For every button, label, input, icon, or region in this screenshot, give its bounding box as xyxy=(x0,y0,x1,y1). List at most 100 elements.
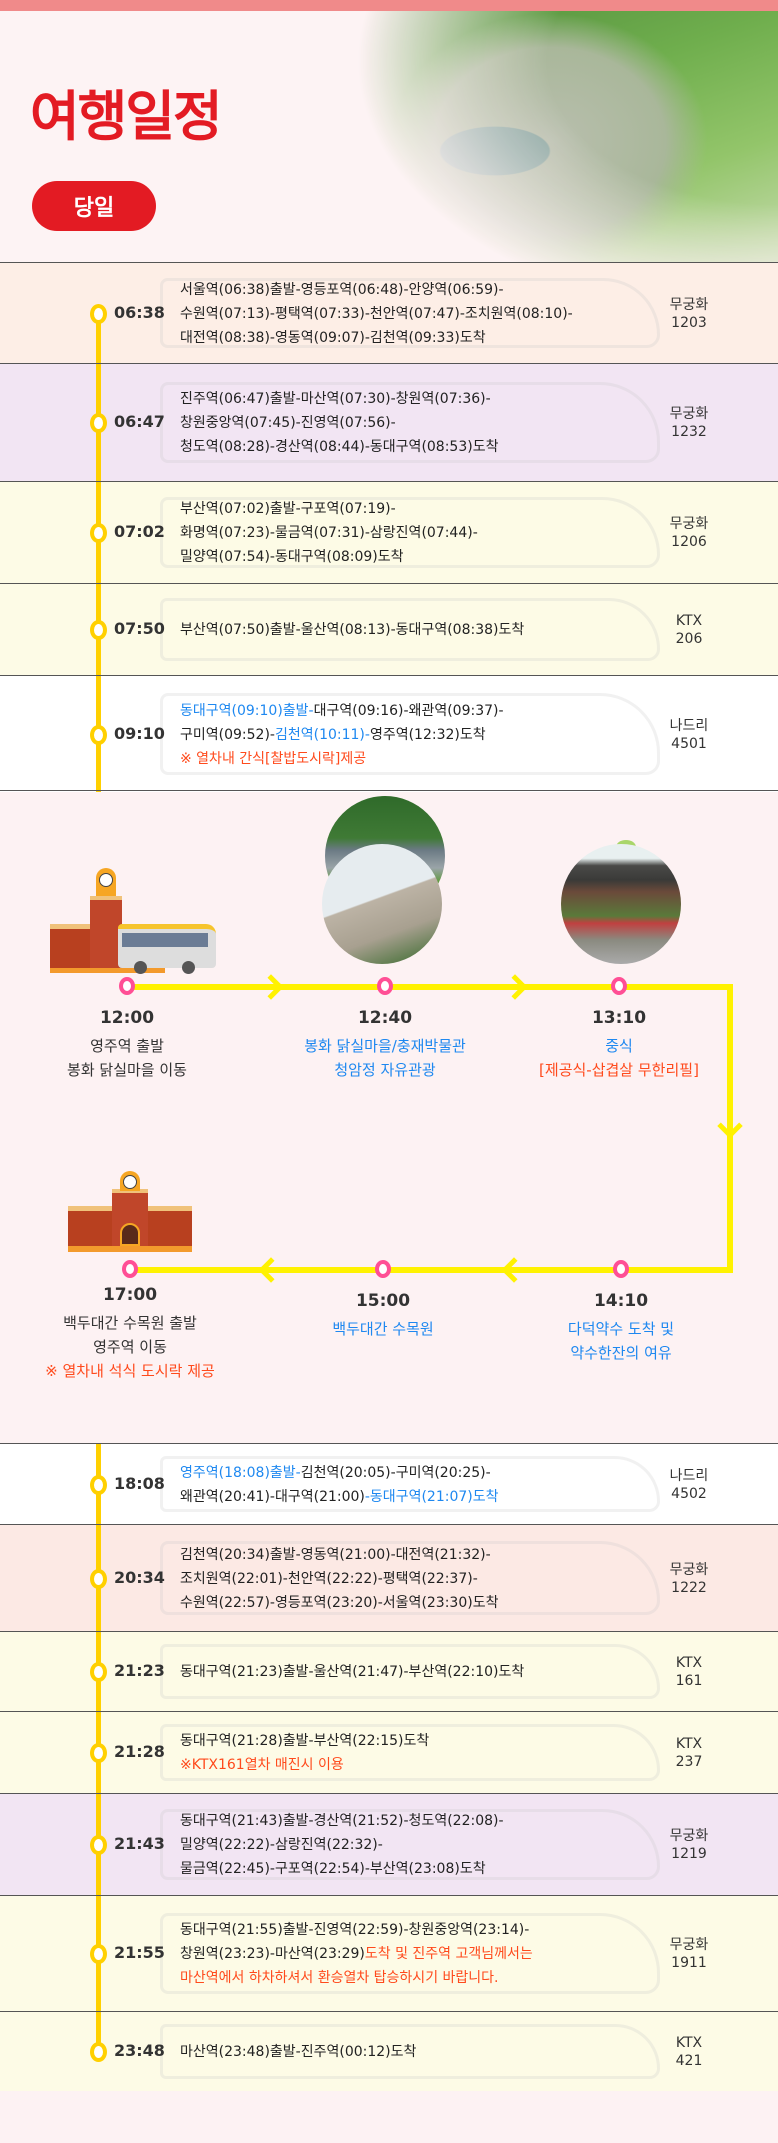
route-line: 서울역(06:38)출발-영등포역(06:48)-안양역(06:59)- xyxy=(180,278,573,302)
departure-time: 20:34 xyxy=(114,1567,165,1587)
train-class: 무궁화 xyxy=(669,1937,709,1953)
stop-description: 봉화 닭실마을 이동 xyxy=(67,1061,187,1079)
train-class: 무궁화 xyxy=(669,406,709,422)
departure-time: 09:10 xyxy=(114,723,165,743)
route-segment: 마산역(23:48)출발-진주역(00:12)도착 xyxy=(180,2044,417,2060)
route-line: 밀양역(07:54)-동대구역(08:09)도착 xyxy=(180,545,478,569)
route-segment: 서울역(06:38)출발-영등포역(06:48)-안양역(06:59)- xyxy=(180,281,504,298)
route-segment: 마산역에서 하차하셔서 환승열차 탑승하시기 바랍니다. xyxy=(180,1970,499,1986)
route-stations: 진주역(06:47)출발-마산역(07:30)-창원역(07:36)- 창원중앙역… xyxy=(180,387,498,459)
route-segment: 동대구역(21:28)출발-부산역(22:15)도착 xyxy=(180,1733,430,1749)
stop-dot xyxy=(377,977,393,995)
route-line: 구미역(09:52)-김천역(10:11)-영주역(12:32)도착 xyxy=(180,723,504,747)
train-class: KTX xyxy=(675,613,703,629)
day-tab-button[interactable]: 당일 xyxy=(32,181,156,231)
route-segment: 진주역(06:47)출발-마산역(07:30)-창원역(07:36)- xyxy=(180,391,491,407)
route-stations: 동대구역(21:23)출발-울산역(21:47)-부산역(22:10)도착 xyxy=(180,1660,524,1684)
stop-dot xyxy=(122,1260,138,1278)
route-line: 밀양역(22:22)-삼랑진역(22:32)- xyxy=(180,1833,504,1857)
route-line-right xyxy=(727,984,733,1272)
train-row: 06:47 진주역(06:47)출발-마산역(07:30)-창원역(07:36)-… xyxy=(0,363,778,481)
route-line: 화명역(07:23)-물금역(07:31)-삼랑진역(07:44)- xyxy=(180,521,478,545)
train-number: 1232 xyxy=(671,424,707,440)
train-number: 237 xyxy=(675,1754,703,1770)
timeline-dot xyxy=(90,1662,107,1682)
route-segment: 김천역(20:05)-구미역(20:25)- xyxy=(300,1464,491,1481)
stop-description: 영주역 출발 xyxy=(90,1037,164,1055)
route-segment: 영주역(18:08)출발- xyxy=(180,1464,301,1481)
arrow-right-icon xyxy=(258,974,284,1000)
route-segment: 화명역(07:23)-물금역(07:31)-삼랑진역(07:44)- xyxy=(180,525,478,541)
stop-time: 12:00 xyxy=(99,1008,155,1028)
route-segment: -동대구역(21:07)도착 xyxy=(364,1488,499,1505)
train-class: 무궁화 xyxy=(669,296,709,313)
stop-description: [제공식-삽겹살 무한리필] xyxy=(539,1061,699,1079)
stop-time: 15:00 xyxy=(355,1291,411,1311)
train-row: 09:10 동대구역(09:10)출발-대구역(09:16)-왜관역(09:37)… xyxy=(0,675,778,792)
route-segment: 동대구역(21:23)출발-울산역(21:47)-부산역(22:10)도착 xyxy=(180,1664,525,1680)
departure-time: 21:43 xyxy=(114,1834,165,1853)
timeline-dot xyxy=(90,620,107,640)
route-line: 창원중앙역(07:45)-진영역(07:56)- xyxy=(180,411,498,435)
route-stations: 동대구역(21:55)출발-진영역(22:59)-창원중앙역(23:14)-창원… xyxy=(180,1918,533,1990)
stop-dot xyxy=(613,1260,629,1278)
route-segment: 대구역(09:16)-왜관역(09:37)- xyxy=(313,702,504,719)
train-class: 나드리 xyxy=(669,1467,709,1484)
stop-description: 백두대간 수목원 출발 xyxy=(63,1314,197,1332)
station-bus-icon xyxy=(50,866,216,976)
route-stations: 김천역(20:34)출발-영동역(21:00)-대전역(21:32)- 조치원역(… xyxy=(180,1543,498,1615)
departure-time: 07:02 xyxy=(114,522,165,541)
route-segment: 영주역(12:32)도착 xyxy=(369,726,486,743)
train-row: 20:34 김천역(20:34)출발-영동역(21:00)-대전역(21:32)-… xyxy=(0,1524,778,1631)
route-line: 부산역(07:02)출발-구포역(07:19)- xyxy=(180,497,478,521)
route-line: 진주역(06:47)출발-마산역(07:30)-창원역(07:36)- xyxy=(180,387,498,411)
timeline-dot xyxy=(90,1743,107,1763)
timeline-dot xyxy=(90,523,107,543)
train-class: 무궁화 xyxy=(669,1828,709,1844)
timeline-dot xyxy=(90,1568,107,1589)
route-line: 왜관역(20:41)-대구역(21:00)-동대구역(21:07)도착 xyxy=(180,1485,498,1509)
route-line-top xyxy=(127,984,733,990)
route-segment: 수원역(07:13)-평택역(07:33)-천안역(07:47)-조치원역(08… xyxy=(180,305,573,322)
train-number: 1206 xyxy=(671,534,707,550)
stop-description: 다덕약수 도착 및 xyxy=(567,1320,675,1338)
train-number: 4502 xyxy=(671,1485,707,1502)
stop-description: 백두대간 수목원 xyxy=(332,1320,434,1338)
stop-description: 봉화 닭실마을/충재박물관 xyxy=(304,1037,466,1055)
train-type: 무궁화 1232 xyxy=(640,405,738,441)
route-segment: 구미역(09:52)- xyxy=(180,726,275,743)
route-line: 부산역(07:50)출발-울산역(08:13)-동대구역(08:38)도착 xyxy=(180,618,524,642)
train-number: 421 xyxy=(675,2053,703,2069)
stop-time: 12:40 xyxy=(357,1008,413,1028)
route-line: ※KTX161열차 매진시 이용 xyxy=(180,1753,429,1777)
train-class: 무궁화 xyxy=(669,516,709,532)
route-segment: 동대구역(21:55)출발-진영역(22:59)-창원중앙역(23:14)- xyxy=(180,1922,530,1938)
route-segment: 동대구역(21:43)출발-경산역(21:52)-청도역(22:08)- xyxy=(180,1813,504,1829)
stop-dot xyxy=(375,1260,391,1278)
departure-time: 06:47 xyxy=(114,412,165,431)
route-segment: 김천역(20:34)출발-영동역(21:00)-대전역(21:32)- xyxy=(180,1546,491,1563)
stop-time: 13:10 xyxy=(591,1008,647,1028)
route-segment: 물금역(22:45)-구포역(22:54)-부산역(23:08)도착 xyxy=(180,1861,486,1877)
route-line: ※ 열차내 간식[찰밥도시락]제공 xyxy=(180,747,504,771)
train-number: 161 xyxy=(675,1673,703,1689)
route-line: 동대구역(09:10)출발-대구역(09:16)-왜관역(09:37)- xyxy=(180,699,504,723)
route-stations: 마산역(23:48)출발-진주역(00:12)도착 xyxy=(180,2040,416,2064)
route-stations: 영주역(18:08)출발-김천역(20:05)-구미역(20:25)- 왜관역(2… xyxy=(180,1461,498,1509)
train-number: 1203 xyxy=(671,314,707,331)
route-line: 수원역(22:57)-영등포역(23:20)-서울역(23:30)도착 xyxy=(180,1591,498,1615)
route-line: 수원역(07:13)-평택역(07:33)-천안역(07:47)-조치원역(08… xyxy=(180,302,573,326)
route-segment: 부산역(07:50)출발-울산역(08:13)-동대구역(08:38)도착 xyxy=(180,622,525,638)
route-segment: 조치원역(22:01)-천안역(22:22)-평택역(22:37)- xyxy=(180,1570,478,1587)
route-stations: 서울역(06:38)출발-영등포역(06:48)-안양역(06:59)- 수원역(… xyxy=(180,278,573,350)
